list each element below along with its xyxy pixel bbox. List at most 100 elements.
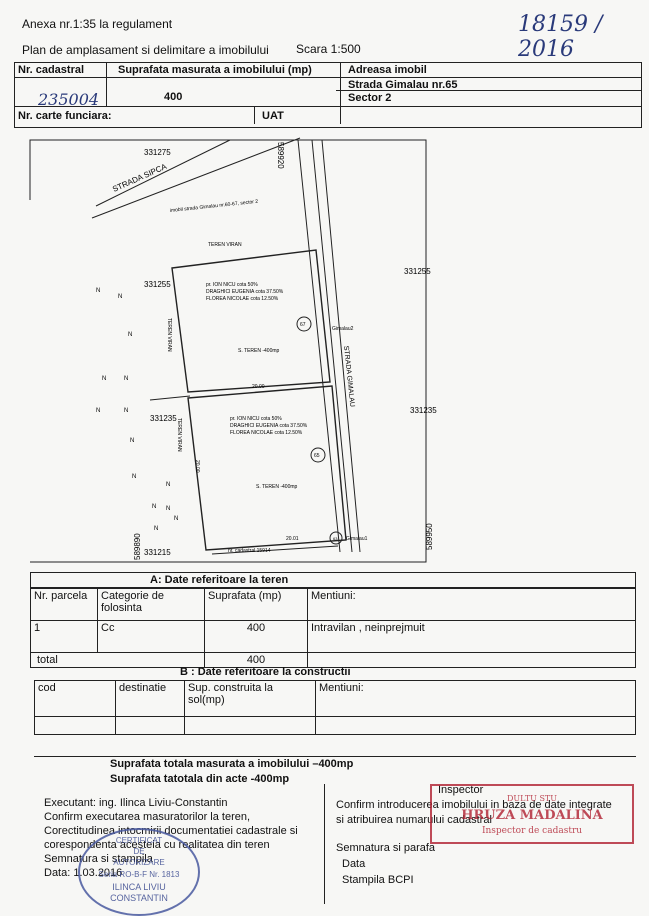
stamp-round-line5: ILINCA LIVIU xyxy=(112,882,166,892)
lot-bottom-area: S. TEREN -400mp xyxy=(256,484,298,490)
coord-x-1: 331275 xyxy=(144,148,171,157)
gimalau-line-2 xyxy=(311,139,353,553)
bottom-cad: nr. cadastral 15914 xyxy=(228,548,271,554)
uat-label: UAT xyxy=(262,110,284,122)
gimalau-line-3 xyxy=(321,139,361,553)
lot-top-no: 67 xyxy=(300,322,306,328)
col-sup-construita: Sup. construita la sol(mp) xyxy=(184,680,316,717)
stamp-red-line2: HRUZA MADALINA xyxy=(461,808,603,823)
svg-text:N: N xyxy=(96,408,100,414)
cell-suprafata: 400 xyxy=(204,620,308,653)
col-categorie: Categorie de folosinta xyxy=(97,588,205,621)
inspector-line2: si atribuirea numarului cadastral xyxy=(336,814,492,826)
annex-label: Anexa nr.1:35 la regulament xyxy=(22,17,173,31)
owner-bottom-1: pr. ION NICU cota 50% xyxy=(230,416,282,422)
neighbor-top: imobil strada Gimalau nr.60-67, sector 2 xyxy=(170,199,259,214)
svg-text:N: N xyxy=(174,516,178,522)
col-destinatie: destinatie xyxy=(115,680,185,717)
lot-65-marker xyxy=(310,447,326,463)
executant-line2: Confirm executarea masuratorilor la tere… xyxy=(44,811,251,823)
coord-y-1: 589920 xyxy=(276,142,285,169)
section-b-table: cod destinatie Sup. construita la sol(mp… xyxy=(34,680,636,735)
teren-viran-top: TEREN VIRAN xyxy=(208,242,242,248)
table-row: 1 Cc 400 Intravilan , neinprejmuit xyxy=(30,620,636,653)
gimalau-label-top: Gimalau2 xyxy=(332,326,354,332)
coord-right-2: 331235 xyxy=(410,406,437,415)
section-a-title: A: Date referitoare la teren xyxy=(150,574,289,586)
sipca-line-1 xyxy=(91,137,301,219)
lot-top-area: S. TEREN -400mp xyxy=(238,348,280,354)
dim-bottom: 20.01 xyxy=(286,536,299,542)
summary-line1: Suprafata totala masurata a imobilului –… xyxy=(110,758,354,770)
inspector-line4: Data xyxy=(342,858,366,870)
carte-funciara-label: Nr. carte funciara: xyxy=(18,110,112,122)
stamp-round-line6: CONSTANTIN xyxy=(110,893,168,903)
section-a-table: Nr. parcela Categorie de folosinta Supra… xyxy=(30,588,636,668)
inspector-line1: Confirm introducerea imobilului in baza … xyxy=(336,799,612,811)
sipca-line-2 xyxy=(95,139,231,207)
authorization-stamp: CERTIFICAT DE AUTORIZARE Seria RO-B-F Nr… xyxy=(78,828,200,916)
section-b-title: B : Date referitoare la constructii xyxy=(180,666,351,678)
dim-side: 20.00 xyxy=(194,460,200,473)
street-sipca: STRADA SIPCA xyxy=(111,162,168,194)
col-nr-parcela: Nr. parcela xyxy=(30,588,98,621)
gimalau-label-bottom: Gimalau1 xyxy=(346,536,368,542)
lot-67-marker xyxy=(296,316,312,332)
stamp-round-line2: DE xyxy=(133,847,145,856)
address-label: Adreasa imobil xyxy=(348,64,427,76)
executant-line1: Executant: ing. Ilinca Liviu-Constantin xyxy=(44,797,228,809)
stamp-round-line3: AUTORIZARE xyxy=(113,858,165,867)
col-mentiuni-b: Mentiuni: xyxy=(315,680,636,717)
cell-mentiuni: Intravilan , neinprejmuit xyxy=(307,620,636,653)
owner-bottom-2: DRAGHICI EUGENIA cota 37.50% xyxy=(230,423,308,429)
bottom-frame xyxy=(34,756,636,904)
svg-text:N: N xyxy=(166,506,170,512)
site-plan: 331275 331255 331235 331215 331255 33123… xyxy=(29,137,437,563)
total-label: total xyxy=(30,652,205,668)
svg-text:N: N xyxy=(96,288,100,294)
svg-text:N: N xyxy=(118,294,122,300)
svg-text:N: N xyxy=(130,438,134,444)
top-table: Nr. cadastral 235004 Suprafata masurata … xyxy=(14,62,642,128)
file-number: 18159 / 2016 xyxy=(518,12,603,62)
lot-65 xyxy=(187,385,347,551)
divider-left xyxy=(149,395,191,401)
teren-viran-left-1: TEREN VIRAN xyxy=(166,318,172,352)
coord-x-3: 331235 xyxy=(150,414,177,423)
area-label: Suprafata masurata a imobilului (mp) xyxy=(118,64,312,76)
svg-text:N: N xyxy=(124,376,128,382)
scale-label: Scara 1:500 xyxy=(296,42,361,56)
stamp-round-line4: Seria RO-B-F Nr. 1813 xyxy=(98,870,180,879)
total-value: 400 xyxy=(204,652,308,668)
svg-text:N: N xyxy=(132,474,136,480)
inspector-title: Inspector xyxy=(438,784,484,796)
stamp-red-line3: Inspector de cadastru xyxy=(481,826,583,836)
coord-right-1: 331255 xyxy=(404,267,431,276)
owner-top-2: DRAGHICI EUGENIA cota 37.50% xyxy=(206,289,284,295)
stamp-red-line1: DULTU STU xyxy=(507,794,557,803)
svg-text:N: N xyxy=(128,332,132,338)
coord-y-4: 589890 xyxy=(133,533,142,560)
coord-y-2: 589950 xyxy=(425,523,434,550)
teren-viran-left-2: TEREN VIRAN xyxy=(176,418,182,452)
owner-top-3: FLOREA NICOLAE cota 12.50% xyxy=(206,296,279,302)
area-value: 400 xyxy=(164,91,183,103)
owner-top-1: pr. ION NICU cota 50% xyxy=(206,282,258,288)
plan-frame xyxy=(29,139,427,563)
lot-67 xyxy=(171,249,331,393)
stamp-round-line1: CERTIFICAT xyxy=(115,836,163,845)
plan-title: Plan de amplasament si delimitare a imob… xyxy=(22,43,269,57)
coord-x-4: 331215 xyxy=(144,548,171,557)
total-row: total 400 xyxy=(30,652,636,668)
lot-63-marker xyxy=(329,531,343,545)
coord-x-2: 331255 xyxy=(144,280,171,289)
inspector-line5: Stampila BCPI xyxy=(342,874,414,886)
lot-bottom-no: 65 xyxy=(314,453,320,459)
address-street: Strada Gimalau nr.65 xyxy=(348,79,458,91)
owner-bottom-3: FLOREA NICOLAE cota 12.50% xyxy=(230,430,303,436)
col-cod: cod xyxy=(34,680,116,717)
col-suprafata: Suprafata (mp) xyxy=(204,588,308,621)
svg-text:N: N xyxy=(102,376,106,382)
summary-line2: Suprafata tatotala din acte -400mp xyxy=(110,773,290,785)
inspector-stamp: DULTU STU HRUZA MADALINA Inspector de ca… xyxy=(430,784,634,844)
